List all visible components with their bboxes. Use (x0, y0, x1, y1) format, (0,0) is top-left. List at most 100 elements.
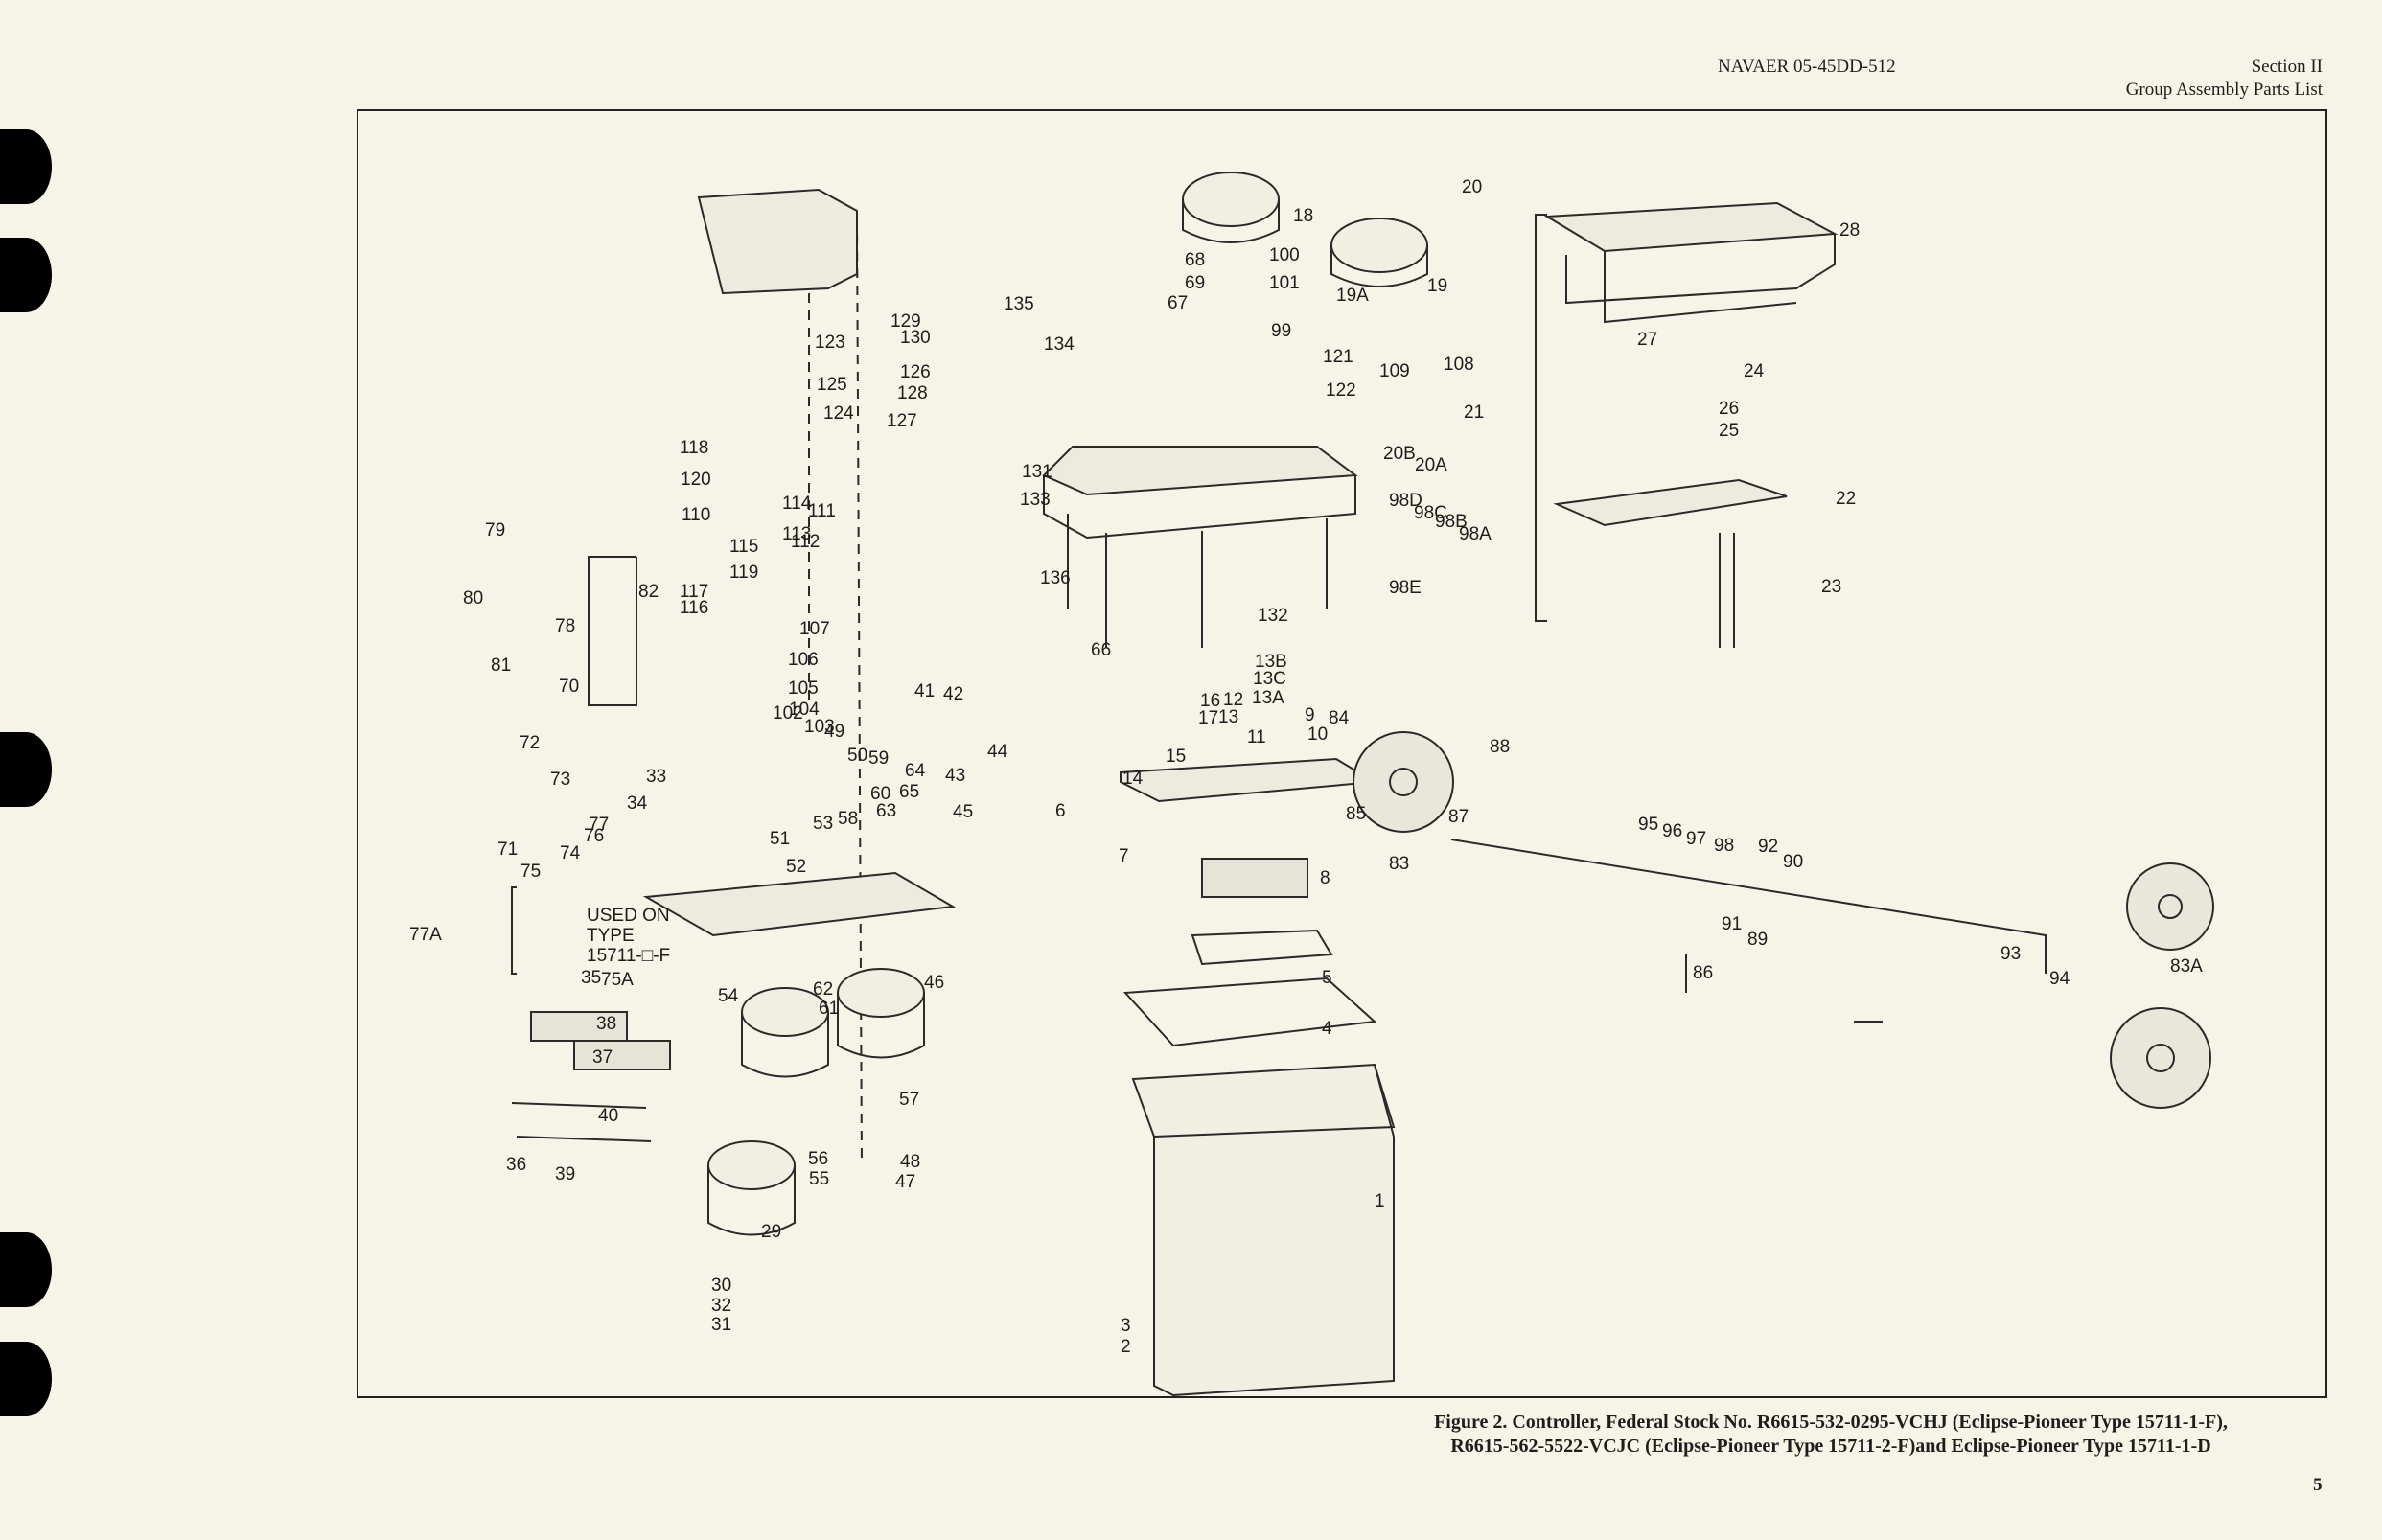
callout-12: 12 (1223, 690, 1243, 710)
callout-117: 117 (680, 582, 708, 602)
callout-91: 91 (1722, 914, 1742, 934)
callout-134: 134 (1044, 334, 1075, 355)
exploded-view-drawing: 1234567891011121313A13B13C14151617181919… (409, 172, 2214, 1396)
callout-109: 109 (1379, 361, 1410, 381)
callout-53: 53 (813, 814, 833, 834)
callout-98: 98 (1714, 836, 1734, 856)
callout-20B: 20B (1383, 444, 1416, 464)
upper-bracket (697, 188, 858, 295)
callout-47: 47 (895, 1172, 915, 1192)
callout-63: 63 (876, 801, 896, 821)
callout-83A: 83A (2170, 956, 2203, 977)
callout-68: 68 (1185, 250, 1205, 270)
callout-31: 31 (711, 1315, 731, 1335)
callout-55: 55 (809, 1169, 829, 1189)
callout-8: 8 (1320, 868, 1330, 888)
callout-115: 115 (729, 537, 758, 557)
callout-95: 95 (1638, 815, 1658, 835)
callout-44: 44 (987, 742, 1008, 762)
callout-116: 116 (680, 598, 708, 618)
callout-88: 88 (1490, 737, 1510, 757)
callout-101: 101 (1269, 273, 1300, 293)
callout-66: 66 (1091, 640, 1111, 660)
callout-16: 16 (1200, 691, 1220, 711)
callout-1: 1 (1375, 1191, 1385, 1211)
callout-75A: 75A (601, 970, 634, 990)
callout-19A: 19A (1336, 286, 1369, 306)
callout-128: 128 (897, 383, 928, 403)
callout-13B: 13B (1255, 652, 1287, 672)
callout-74: 74 (560, 843, 581, 863)
callout-75: 75 (520, 862, 541, 882)
callout-85: 85 (1346, 804, 1366, 824)
callout-77A: 77A (409, 925, 442, 945)
callout-11: 11 (1247, 727, 1266, 747)
callout-124: 124 (823, 403, 854, 424)
callout-103: 103 (804, 717, 835, 737)
callout-98B: 98B (1435, 512, 1468, 532)
callout-136: 136 (1040, 568, 1071, 588)
callout-40: 40 (598, 1106, 618, 1126)
callout-48: 48 (900, 1152, 920, 1172)
callout-80: 80 (463, 588, 483, 609)
callout-51: 51 (770, 829, 790, 849)
base-plate (642, 871, 957, 937)
callout-69: 69 (1185, 273, 1205, 293)
callout-82: 82 (638, 582, 659, 602)
callout-26: 26 (1719, 399, 1739, 419)
callout-42: 42 (943, 684, 963, 704)
chassis-plate-6 (1120, 757, 1378, 803)
callout-13C: 13C (1253, 669, 1286, 689)
callout-93: 93 (2000, 944, 2021, 964)
callout-49: 49 (824, 722, 844, 742)
callout-46: 46 (924, 973, 944, 993)
callout-102: 102 (773, 703, 803, 724)
callout-98D: 98D (1389, 491, 1422, 511)
callout-89: 89 (1747, 930, 1768, 950)
callout-39: 39 (555, 1164, 575, 1184)
callout-133: 133 (1020, 490, 1051, 510)
motor-46 (837, 968, 925, 1018)
callout-3: 3 (1121, 1316, 1131, 1336)
callout-4: 4 (1322, 1019, 1332, 1039)
gear-83 (1353, 731, 1454, 833)
callout-43: 43 (945, 766, 965, 786)
terminal-board-8 (1201, 858, 1308, 898)
caption-line-2: R6615-562-5522-VCJC (Eclipse-Pioneer Typ… (1450, 1436, 2211, 1457)
callout-112: 112 (791, 532, 820, 552)
callout-111: 111 (808, 501, 836, 521)
callout-52: 52 (786, 857, 806, 877)
callout-50: 50 (847, 746, 867, 766)
callout-18: 18 (1293, 206, 1313, 226)
section-label: Section II (2251, 57, 2323, 77)
callout-36: 36 (506, 1155, 526, 1175)
page-number: 5 (2313, 1475, 2323, 1495)
callout-123: 123 (815, 333, 845, 353)
callout-121: 121 (1323, 347, 1353, 367)
callout-7: 7 (1119, 846, 1129, 866)
callout-94: 94 (2049, 969, 2070, 989)
callout-20: 20 (1462, 177, 1482, 197)
callout-20A: 20A (1415, 455, 1447, 475)
callout-127: 127 (887, 411, 917, 431)
callout-54: 54 (718, 986, 739, 1006)
callout-58: 58 (838, 809, 858, 829)
callout-24: 24 (1744, 361, 1765, 381)
callout-62: 62 (813, 979, 833, 1000)
callout-78: 78 (555, 616, 575, 636)
callout-28: 28 (1839, 220, 1860, 241)
callout-98E: 98E (1389, 578, 1422, 598)
callout-119: 119 (729, 563, 758, 583)
callout-114: 114 (782, 494, 812, 514)
can-1 (1131, 1063, 1395, 1396)
callout-60: 60 (870, 784, 890, 804)
callout-27: 27 (1637, 330, 1657, 350)
callout-64: 64 (905, 761, 926, 781)
binder-hole (0, 129, 52, 204)
callout-33: 33 (646, 767, 666, 787)
callout-71: 71 (497, 839, 518, 860)
callout-73: 73 (550, 770, 570, 790)
callout-107: 107 (799, 619, 830, 639)
callout-38: 38 (596, 1014, 616, 1034)
callout-87: 87 (1448, 807, 1469, 827)
